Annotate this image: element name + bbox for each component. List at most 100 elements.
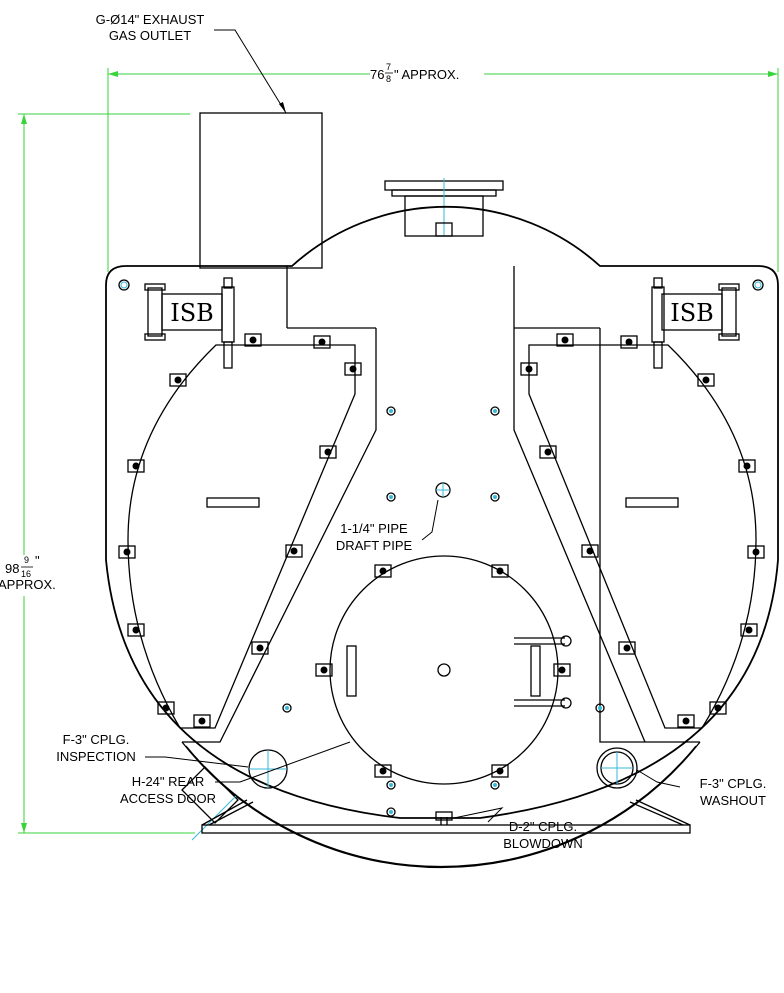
boiler-shell <box>105 206 779 869</box>
top-nozzle <box>384 178 504 237</box>
latch-bolt <box>349 365 357 373</box>
svg-text:ACCESS DOOR: ACCESS DOOR <box>120 791 216 806</box>
label-washout: F-3" CPLG. WASHOUT <box>700 776 767 808</box>
latch-bolt <box>318 338 326 346</box>
latch-bolt <box>682 717 690 725</box>
latch-bolt <box>198 717 206 725</box>
logo-right: ISB <box>670 299 714 327</box>
stud-hole <box>386 780 396 790</box>
latch-bolt <box>714 704 722 712</box>
door-latch <box>677 714 695 728</box>
leader-lines <box>145 29 681 823</box>
latch-bolt <box>256 644 264 652</box>
rear-access-door <box>329 555 572 785</box>
stud-hole <box>490 406 500 416</box>
svg-text:DRAFT PIPE: DRAFT PIPE <box>336 538 413 553</box>
door-latch <box>553 663 571 677</box>
label-access-door: H-24" REAR ACCESS DOOR <box>120 774 216 806</box>
latch-bolt <box>132 462 140 470</box>
svg-text:G-Ø14" EXHAUST: G-Ø14" EXHAUST <box>96 12 205 27</box>
door-latch <box>193 714 211 728</box>
latch-bolt <box>324 448 332 456</box>
svg-text:" APPROX.: " APPROX. <box>394 67 459 82</box>
stud-hole-center <box>598 706 602 710</box>
latch-bolt <box>496 767 504 775</box>
label-exhaust: G-Ø14" EXHAUST GAS OUTLET <box>96 12 205 43</box>
door-latch <box>127 459 145 473</box>
stud-hole <box>595 703 605 713</box>
stud-hole-center <box>389 810 393 814</box>
door-latch <box>581 544 599 558</box>
stud-hole <box>490 780 500 790</box>
stud-hole <box>386 807 396 817</box>
latch-bolt <box>745 626 753 634</box>
latch-bolt <box>379 767 387 775</box>
support-base <box>201 799 691 834</box>
stud-hole-center <box>493 495 497 499</box>
door-latch <box>315 663 333 677</box>
stud-hole <box>386 406 396 416</box>
left-hinge <box>144 277 235 369</box>
svg-text:BLOWDOWN: BLOWDOWN <box>503 836 582 851</box>
door-latch <box>556 333 574 347</box>
svg-text:INSPECTION: INSPECTION <box>56 749 135 764</box>
svg-text:1-1/4" PIPE: 1-1/4" PIPE <box>340 521 408 536</box>
svg-text:GAS OUTLET: GAS OUTLET <box>109 28 191 43</box>
stud-hole-center <box>493 409 497 413</box>
door-latch <box>285 544 303 558</box>
door-latch <box>169 373 187 387</box>
latch-bolt <box>174 376 182 384</box>
door-latch <box>374 564 392 578</box>
label-blowdown: D-2" CPLG. BLOWDOWN <box>503 819 582 851</box>
svg-text:98: 98 <box>5 561 19 576</box>
door-latch <box>740 623 758 637</box>
stud-hole-center <box>493 783 497 787</box>
svg-text:16: 16 <box>21 569 31 579</box>
door-latch <box>157 701 175 715</box>
right-door <box>528 279 764 729</box>
latch-bolt <box>586 547 594 555</box>
door-latch <box>747 545 765 559</box>
svg-text:": " <box>35 553 40 568</box>
logo-left: ISB <box>170 299 214 327</box>
latch-bolt <box>623 644 631 652</box>
door-latch <box>738 459 756 473</box>
svg-text:7: 7 <box>386 62 391 72</box>
door-latch <box>520 362 538 376</box>
door-latch <box>244 333 262 347</box>
door-latch <box>539 445 557 459</box>
door-latch <box>127 623 145 637</box>
latch-bolt <box>743 462 751 470</box>
svg-text:76: 76 <box>370 67 384 82</box>
stud-hole <box>490 492 500 502</box>
latch-bolt <box>525 365 533 373</box>
door-latch <box>491 764 509 778</box>
latch-bolt <box>162 704 170 712</box>
latch-bolt <box>752 548 760 556</box>
overall-height-dimension <box>18 113 195 834</box>
latch-bolt <box>290 547 298 555</box>
left-door <box>118 279 356 729</box>
svg-text:D-2" CPLG.: D-2" CPLG. <box>509 819 577 834</box>
svg-text:H-24" REAR: H-24" REAR <box>132 774 205 789</box>
door-latch <box>618 641 636 655</box>
door-latch <box>620 335 638 349</box>
stud-hole <box>282 703 292 713</box>
overall-width-dimension <box>107 68 779 272</box>
svg-text:8: 8 <box>386 74 391 84</box>
latch-bolt <box>625 338 633 346</box>
door-latch <box>491 564 509 578</box>
right-hinge <box>651 277 740 369</box>
door-latch <box>118 545 136 559</box>
bolt-holes <box>282 406 605 817</box>
door-latch <box>344 362 362 376</box>
latch-bolt <box>320 666 328 674</box>
door-latches <box>118 333 765 778</box>
draft-pipe <box>435 482 451 498</box>
svg-text:WASHOUT: WASHOUT <box>700 793 766 808</box>
stud-hole-center <box>389 409 393 413</box>
latch-bolt <box>544 448 552 456</box>
stud-hole <box>386 492 396 502</box>
label-draft-pipe: 1-1/4" PIPE DRAFT PIPE <box>336 521 413 553</box>
